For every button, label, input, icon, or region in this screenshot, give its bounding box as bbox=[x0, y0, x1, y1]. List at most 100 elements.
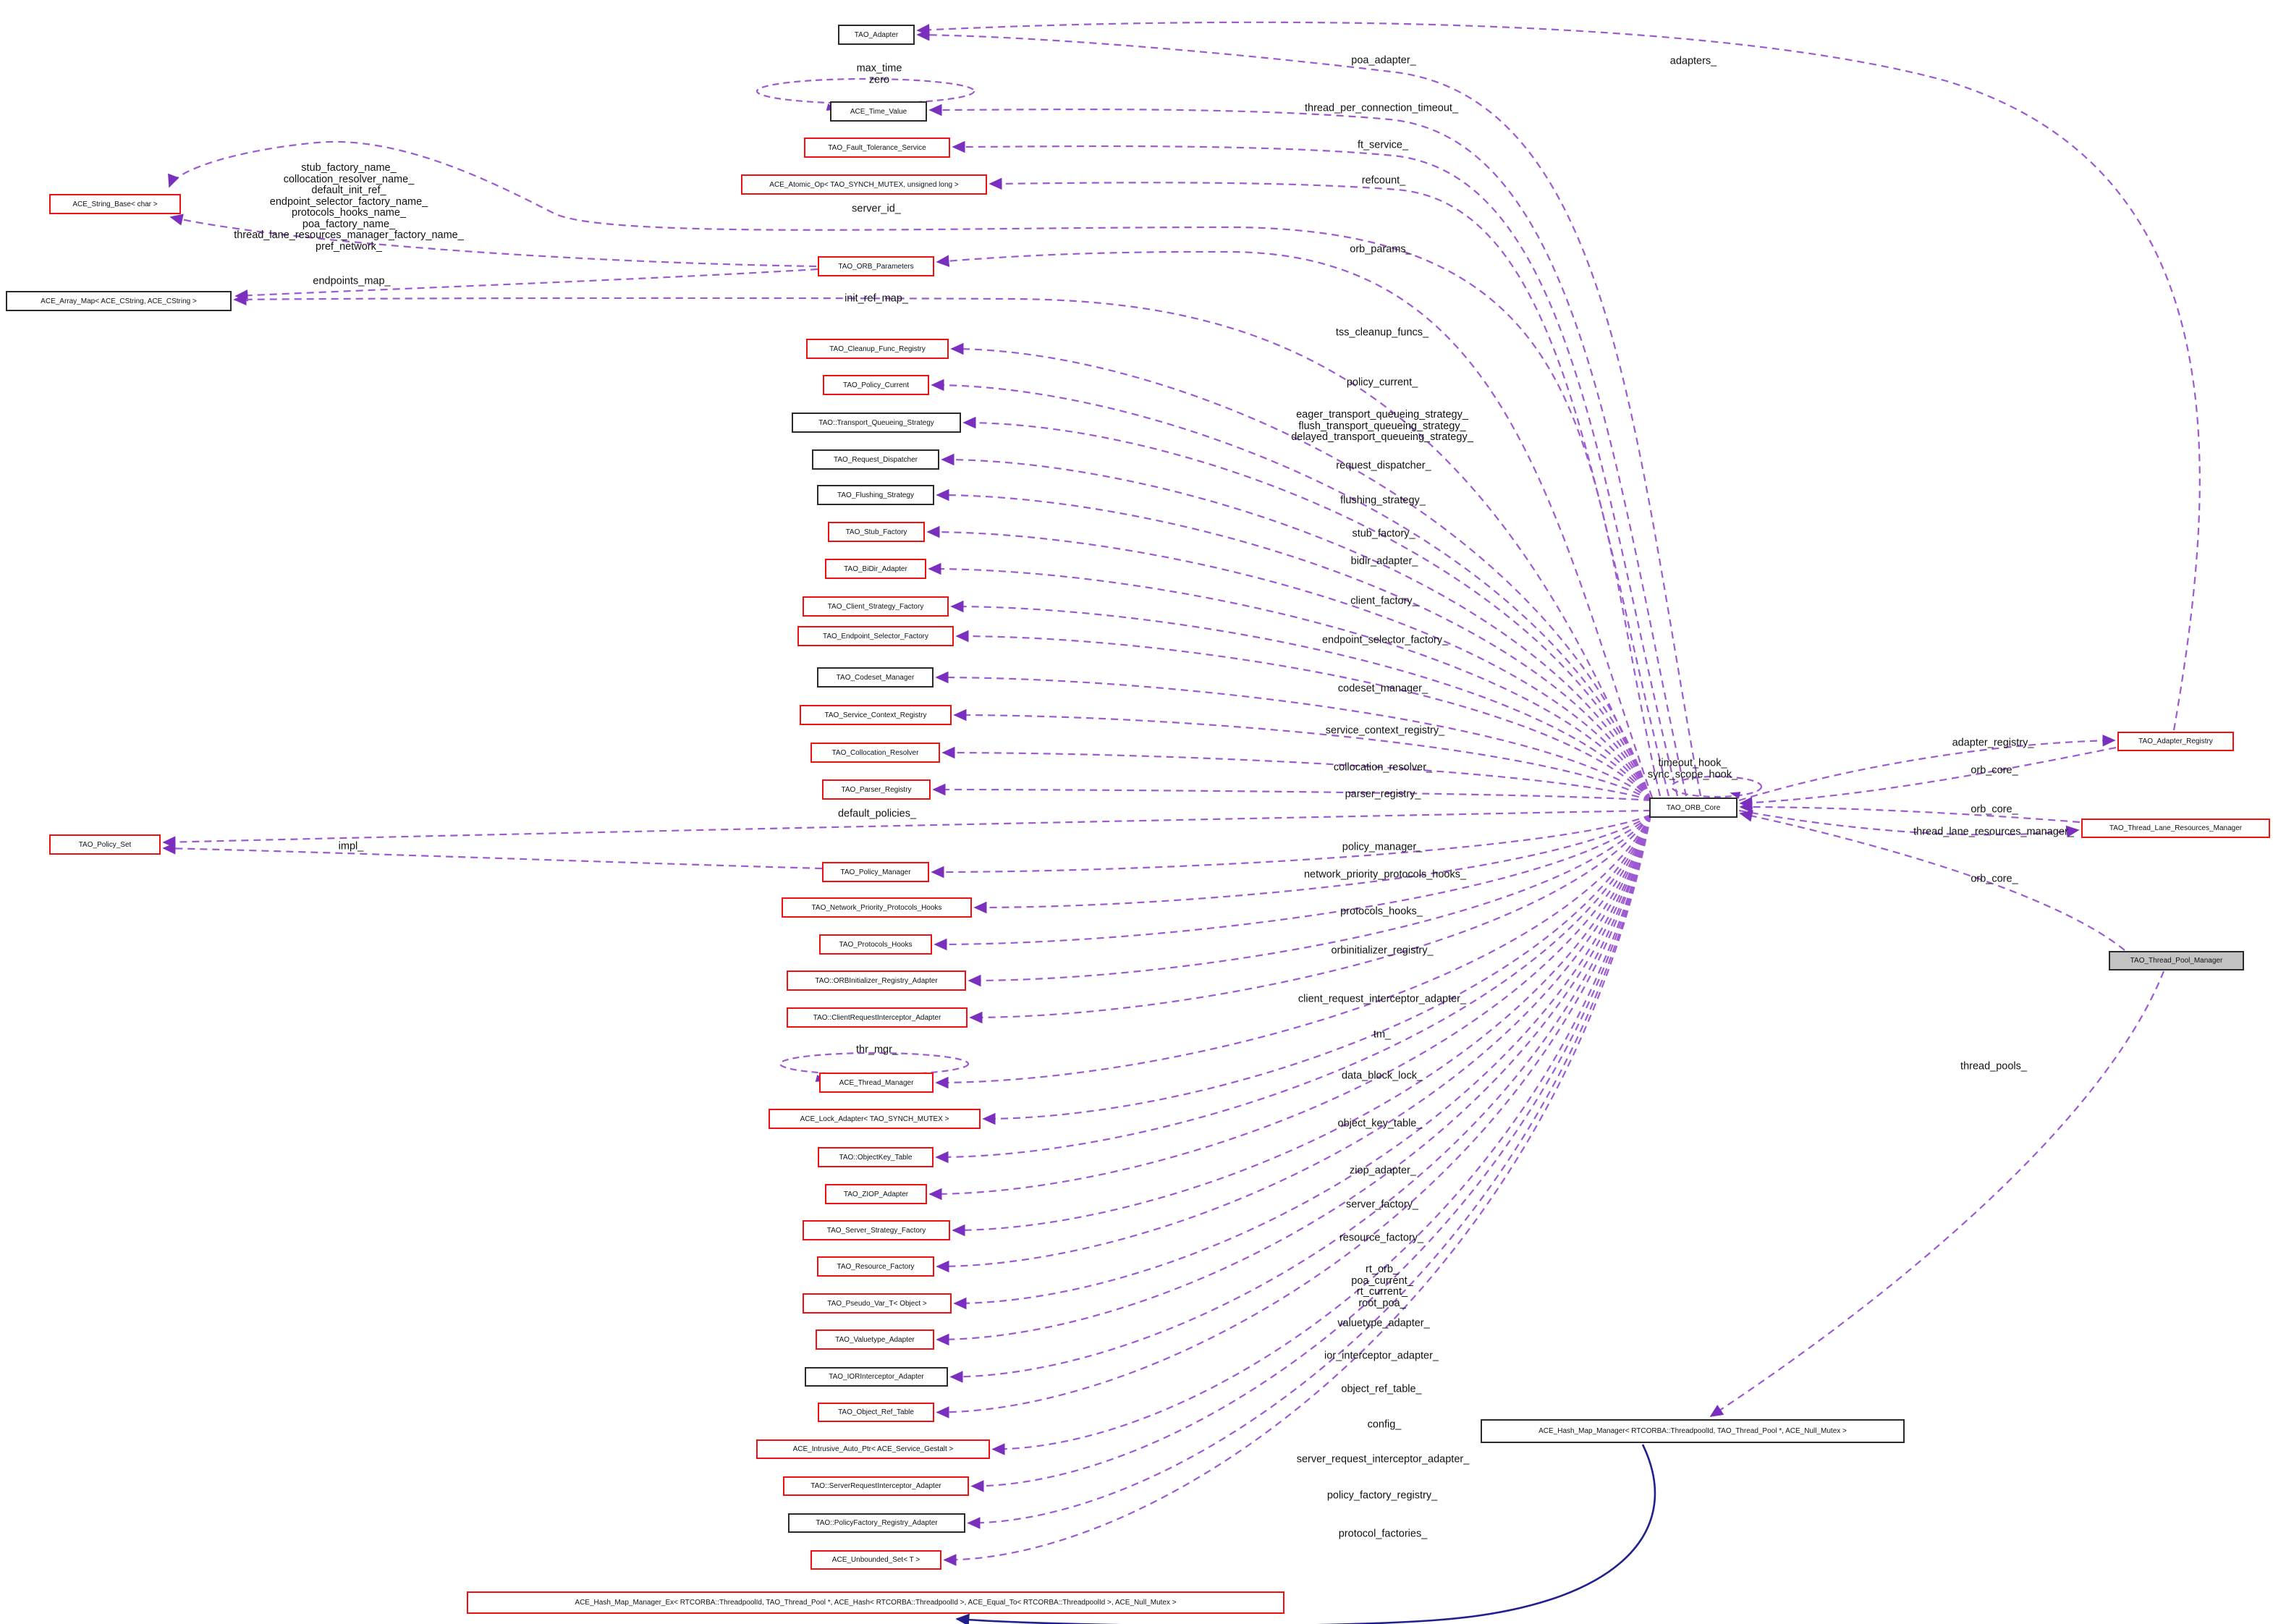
class-node-tao-transport-queueing-strategy[interactable]: TAO::Transport_Queueing_Strategy bbox=[792, 413, 961, 433]
edge-label-20: codeset_manager_ bbox=[1337, 682, 1428, 695]
edge-tao-orb-core--tao-collocation-resolver bbox=[941, 746, 1651, 802]
edge-label-37: resource_factory_ bbox=[1339, 1232, 1424, 1244]
class-node-tao-client-strategy-factory[interactable]: TAO_Client_Strategy_Factory bbox=[803, 596, 949, 617]
edge-label-34: object_key_table_ bbox=[1337, 1117, 1423, 1130]
edge-label-25: impl_ bbox=[338, 840, 364, 853]
edge-tao-orb-core--ace-atomic-op bbox=[989, 177, 1670, 797]
edge-label-41: object_ref_table_ bbox=[1341, 1383, 1422, 1395]
edge-tao-thread-pool-manager--tao-orb-core bbox=[1739, 810, 2125, 951]
edge-label-6: stub_factory_name_ collocation_resolver_… bbox=[234, 162, 464, 253]
class-node-tao-service-context-registry[interactable]: TAO_Service_Context_Registry bbox=[800, 705, 952, 725]
class-node-tao-cleanup-func-registry[interactable]: TAO_Cleanup_Func_Registry bbox=[806, 339, 949, 359]
edge-label-7: server_id_ bbox=[852, 203, 901, 215]
class-node-tao-fault-tolerance-service[interactable]: TAO_Fault_Tolerance_Service bbox=[804, 138, 950, 158]
edge-tao-orb-core--tao-object-ref-table bbox=[936, 814, 1652, 1418]
edge-tao-adapter-registry--tao-orb-core bbox=[1739, 746, 2117, 809]
class-node-tao-collocation-resolver[interactable]: TAO_Collocation_Resolver bbox=[810, 743, 940, 763]
edge-tao-orb-core--tao-adapter bbox=[916, 28, 1702, 797]
edge-tao-orb-core--tao-flushing-strategy bbox=[936, 489, 1651, 801]
class-node-ace-array-map[interactable]: ACE_Array_Map< ACE_CString, ACE_CString … bbox=[6, 291, 232, 311]
edge-tao-policy-manager--tao-policy-set bbox=[162, 842, 823, 870]
edge-label-3: thread_per_connection_timeout_ bbox=[1304, 102, 1459, 114]
class-node-tao-policyfactory-registry-adapter[interactable]: TAO::PolicyFactory_Registry_Adapter bbox=[788, 1513, 965, 1533]
class-node-tao-policy-current[interactable]: TAO_Policy_Current bbox=[823, 375, 929, 395]
class-node-tao-policy-set[interactable]: TAO_Policy_Set bbox=[49, 834, 161, 855]
edge-tao-orb-core--ace-unbounded-set bbox=[943, 814, 1652, 1566]
class-node-tao-thread-lane-resources-manager[interactable]: TAO_Thread_Lane_Resources_Manager bbox=[2081, 819, 2270, 838]
edge-tao-orb-core--tao-cleanup-func-registry bbox=[950, 342, 1652, 801]
class-node-tao-endpoint-selector-factory[interactable]: TAO_Endpoint_Selector_Factory bbox=[797, 626, 954, 646]
edge-tao-orb-core--ace-lock-adapter bbox=[982, 814, 1651, 1125]
edge-label-39: valuetype_adapter_ bbox=[1337, 1317, 1430, 1329]
class-node-tao-policy-manager[interactable]: TAO_Policy_Manager bbox=[822, 862, 929, 882]
edge-tao-orb-core--tao-client-strategy-factory bbox=[950, 600, 1651, 801]
class-node-tao-orbinitializer-registry-adapter[interactable]: TAO::ORBInitializer_Registry_Adapter bbox=[787, 970, 966, 991]
class-node-ace-intrusive-auto-ptr[interactable]: ACE_Intrusive_Auto_Ptr< ACE_Service_Gest… bbox=[756, 1439, 990, 1459]
class-node-tao-resource-factory[interactable]: TAO_Resource_Factory bbox=[817, 1256, 934, 1277]
edge-label-4: ft_service_ bbox=[1357, 139, 1409, 151]
edge-label-23: parser_registry_ bbox=[1345, 788, 1421, 800]
class-node-tao-serverrequestinterceptor-adapter[interactable]: TAO::ServerRequestInterceptor_Adapter bbox=[783, 1476, 969, 1496]
class-node-tao-object-ref-table[interactable]: TAO_Object_Ref_Table bbox=[818, 1403, 934, 1422]
edge-label-19: endpoint_selector_factory_ bbox=[1321, 634, 1449, 646]
class-node-tao-parser-registry[interactable]: TAO_Parser_Registry bbox=[822, 779, 931, 800]
edge-tao-adapter-registry--tao-adapter bbox=[916, 21, 2201, 731]
class-node-tao-orb-parameters[interactable]: TAO_ORB_Parameters bbox=[818, 256, 934, 276]
edge-tao-orb-core--tao-policy-set bbox=[162, 809, 1651, 848]
class-node-tao-pseudo-var-t[interactable]: TAO_Pseudo_Var_T< Object > bbox=[803, 1293, 952, 1314]
class-node-tao-stub-factory[interactable]: TAO_Stub_Factory bbox=[828, 522, 925, 542]
edge-tao-orb-core--tao-server-strategy-factory bbox=[952, 814, 1652, 1237]
edge-label-46: timeout_hook_ sync_scope_hook_ bbox=[1647, 757, 1738, 780]
class-node-tao-adapter[interactable]: TAO_Adapter bbox=[838, 25, 915, 45]
edge-label-13: eager_transport_queueing_strategy_ flush… bbox=[1291, 408, 1473, 443]
class-node-tao-ziop-adapter[interactable]: TAO_ZIOP_Adapter bbox=[825, 1184, 927, 1204]
edge-label-11: tss_cleanup_funcs_ bbox=[1335, 326, 1429, 339]
class-node-tao-network-priority-protocols-hooks[interactable]: TAO_Network_Priority_Protocols_Hooks bbox=[782, 897, 972, 918]
class-node-tao-objectkey-table[interactable]: TAO::ObjectKey_Table bbox=[818, 1147, 934, 1167]
edge-label-8: orb_params_ bbox=[1350, 243, 1412, 255]
edge-label-50: thread_lane_resources_manager_ bbox=[1913, 826, 2074, 838]
class-node-tao-thread-pool-manager[interactable]: TAO_Thread_Pool_Manager bbox=[2109, 951, 2244, 970]
class-node-tao-protocols-hooks[interactable]: TAO_Protocols_Hooks bbox=[819, 934, 932, 955]
edge-tao-orb-core--ace-time-value bbox=[928, 103, 1688, 797]
edge-label-5: refcount_ bbox=[1361, 174, 1406, 187]
class-node-tao-valuetype-adapter[interactable]: TAO_Valuetype_Adapter bbox=[816, 1329, 934, 1350]
edge-label-35: ziop_adapter_ bbox=[1350, 1164, 1416, 1177]
class-node-ace-unbounded-set[interactable]: ACE_Unbounded_Set< T > bbox=[810, 1550, 941, 1570]
edge-label-28: protocols_hooks_ bbox=[1340, 905, 1423, 918]
class-node-tao-clientrequestinterceptor-adapter[interactable]: TAO::ClientRequestInterceptor_Adapter bbox=[787, 1007, 968, 1028]
class-node-ace-hash-map-manager[interactable]: ACE_Hash_Map_Manager< RTCORBA::Threadpoo… bbox=[1481, 1419, 1905, 1443]
edge-tao-orb-core--tao-pseudo-var-t bbox=[953, 814, 1652, 1310]
self-loop-arrow-tao-orb-core bbox=[1730, 792, 1741, 799]
edge-label-43: server_request_interceptor_adapter_ bbox=[1296, 1453, 1470, 1466]
edge-label-15: flushing_strategy_ bbox=[1340, 494, 1426, 507]
edge-tao-orb-core--tao-thread-lane-resources-manager bbox=[1738, 809, 2080, 838]
edge-tao-orb-core--tao-request-dispatcher bbox=[941, 453, 1652, 801]
edge-tao-orb-core--tao-network-priority-protocols-hooks bbox=[973, 814, 1651, 914]
class-node-tao-server-strategy-factory[interactable]: TAO_Server_Strategy_Factory bbox=[803, 1220, 950, 1240]
class-node-ace-thread-manager[interactable]: ACE_Thread_Manager bbox=[819, 1073, 934, 1093]
edge-tao-orb-core--tao-ziop-adapter bbox=[928, 814, 1652, 1201]
edge-label-52: thread_pools_ bbox=[1960, 1060, 2027, 1073]
class-node-ace-time-value[interactable]: ACE_Time_Value bbox=[830, 101, 927, 122]
edge-tao-orb-core--tao-objectkey-table bbox=[935, 814, 1652, 1164]
edge-label-24: default_policies_ bbox=[837, 808, 917, 820]
class-node-ace-string-base[interactable]: ACE_String_Base< char > bbox=[49, 194, 181, 214]
class-node-ace-atomic-op[interactable]: ACE_Atomic_Op< TAO_SYNCH_MUTEX, unsigned… bbox=[741, 174, 987, 195]
edge-label-36: server_factory_ bbox=[1346, 1198, 1418, 1211]
class-node-tao-adapter-registry[interactable]: TAO_Adapter_Registry bbox=[2117, 732, 2234, 751]
edge-label-27: network_priority_protocols_hooks_ bbox=[1303, 868, 1467, 881]
class-node-tao-request-dispatcher[interactable]: TAO_Request_Dispatcher bbox=[812, 449, 939, 470]
class-node-tao-codeset-manager[interactable]: TAO_Codeset_Manager bbox=[817, 667, 934, 688]
edge-label-51: orb_core_ bbox=[1971, 873, 2018, 885]
edge-label-42: config_ bbox=[1367, 1418, 1402, 1431]
class-node-tao-flushing-strategy[interactable]: TAO_Flushing_Strategy bbox=[817, 485, 934, 505]
class-node-tao-orb-core[interactable]: TAO_ORB_Core bbox=[1649, 798, 1737, 818]
edge-label-10: init_ref_map_ bbox=[845, 292, 908, 305]
edge-label-18: client_factory_ bbox=[1350, 595, 1418, 607]
class-node-tao-iorinterceptor-adapter[interactable]: TAO_IORInterceptor_Adapter bbox=[805, 1367, 948, 1387]
class-node-ace-hash-map-manager-ex[interactable]: ACE_Hash_Map_Manager_Ex< RTCORBA::Thread… bbox=[467, 1591, 1284, 1614]
class-node-tao-bidir-adapter[interactable]: TAO_BiDir_Adapter bbox=[825, 559, 926, 579]
class-node-ace-lock-adapter[interactable]: ACE_Lock_Adapter< TAO_SYNCH_MUTEX > bbox=[769, 1109, 981, 1129]
edge-label-26: policy_manager_ bbox=[1342, 841, 1423, 853]
